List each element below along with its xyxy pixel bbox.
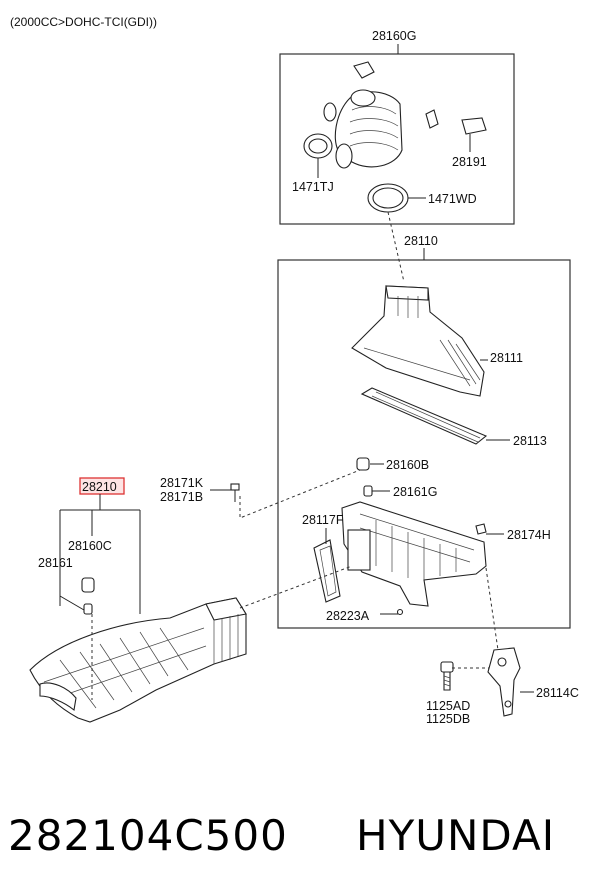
label-28171B[interactable]: 28171B xyxy=(160,490,203,504)
label-28114C[interactable]: 28114C xyxy=(536,686,579,700)
grommet-28160B-part[interactable] xyxy=(356,457,370,471)
connector-bolt-to-grommet xyxy=(239,469,361,519)
highlight-28210 xyxy=(79,477,125,495)
part-number-text: 282104C500 xyxy=(8,811,288,860)
label-28160C[interactable]: 28160C xyxy=(68,539,112,553)
sensor-28191-part[interactable] xyxy=(425,109,487,135)
label-28113[interactable]: 28113 xyxy=(513,434,547,448)
label-28223A[interactable]: 28223A xyxy=(326,609,370,623)
air-cleaner-body-part[interactable] xyxy=(341,501,487,607)
label-28117F[interactable]: 28117F xyxy=(302,513,344,527)
engine-spec-label: (2000CC>DOHC-TCI(GDI)) xyxy=(10,15,157,29)
air-filter-element-part[interactable] xyxy=(360,387,488,445)
leader-28161 xyxy=(59,595,85,611)
label-1471WD[interactable]: 1471WD xyxy=(428,192,477,206)
clamp-1471TJ-part[interactable] xyxy=(303,133,333,159)
bolt-28171-part[interactable] xyxy=(230,483,240,502)
clip-28174H-part[interactable] xyxy=(475,523,487,535)
label-28171K[interactable]: 28171K xyxy=(160,476,204,490)
label-1125DB[interactable]: 1125DB xyxy=(426,712,470,726)
bracket-28114C-part[interactable] xyxy=(487,647,521,717)
gasket-28117F-part[interactable] xyxy=(313,539,341,603)
label-28161[interactable]: 28161 xyxy=(38,556,73,570)
label-28161G[interactable]: 28161G xyxy=(393,485,437,499)
air-duct-28210-part[interactable] xyxy=(29,597,247,723)
bracket-28210 xyxy=(59,494,141,614)
air-cleaner-cover-part[interactable] xyxy=(351,285,485,397)
label-28160B[interactable]: 28160B xyxy=(386,458,429,472)
intake-hose-part[interactable] xyxy=(323,61,403,169)
label-1125AD[interactable]: 1125AD xyxy=(426,699,470,713)
label-28111[interactable]: 28111 xyxy=(490,351,523,365)
grommet-28160C-part[interactable] xyxy=(81,577,95,593)
label-1471TJ[interactable]: 1471TJ xyxy=(292,180,334,194)
label-28174H[interactable]: 28174H xyxy=(507,528,551,542)
label-28110[interactable]: 28110 xyxy=(404,234,438,248)
label-28160G[interactable]: 28160G xyxy=(372,29,416,43)
hose-assembly-frame xyxy=(279,53,515,225)
clamp-1471WD-part[interactable] xyxy=(367,183,409,213)
connector-body-to-bracket xyxy=(485,567,499,651)
bolt-1125-part[interactable] xyxy=(440,661,454,691)
connector-duct-to-body xyxy=(239,565,353,609)
grommet-28161G-part[interactable] xyxy=(363,485,373,497)
label-28191[interactable]: 28191 xyxy=(452,155,487,169)
label-28210[interactable]: 28210 xyxy=(82,480,117,494)
grommet-28161-part[interactable] xyxy=(83,603,93,615)
connector-hose-to-cover xyxy=(387,211,405,283)
brand-text: HYUNDAI xyxy=(356,811,555,860)
drain-28223A-part[interactable] xyxy=(396,608,404,616)
